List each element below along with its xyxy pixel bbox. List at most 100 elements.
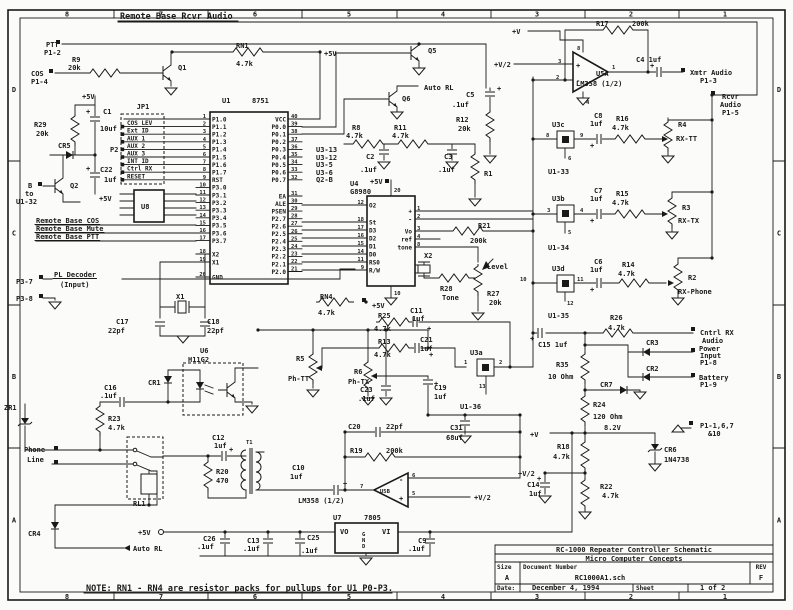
schematic-label: 4.7k [608, 324, 626, 332]
u4-pin--: - [408, 216, 412, 223]
schematic-label: 28 [291, 214, 298, 220]
schematic-label: + [86, 108, 90, 116]
schematic-label: R28 [440, 285, 453, 293]
schematic-label: R14 [622, 261, 635, 269]
capacitor-C2 [378, 148, 390, 156]
schematic-label: CR7 [600, 381, 613, 389]
schematic-label: .1uf [452, 101, 469, 109]
wires [24, 21, 758, 557]
schematic-label: 17 [199, 236, 206, 242]
relay-RL1-box [126, 436, 164, 500]
u4-pin-tone: tone [398, 244, 413, 251]
transformer-T1 [240, 448, 262, 494]
capacitor-C17 [154, 320, 166, 328]
schematic-label: C16 [104, 384, 117, 392]
schematic-label: 13 [479, 384, 486, 390]
schematic-label: 29 [291, 206, 298, 212]
capacitor-C10 [332, 484, 340, 496]
u1-pin-P0.1: P0.1 [272, 132, 287, 139]
pot-R4 [663, 119, 673, 153]
schematic-label: 10uf [100, 125, 117, 133]
schematic-label: 22pf [108, 327, 125, 335]
resistor-R18 [580, 439, 590, 473]
schematic-label: 1 [417, 206, 421, 212]
analog-switch-U3c [556, 130, 575, 149]
junction-dot [583, 471, 587, 475]
u1-pin-P0.4: P0.4 [272, 154, 287, 161]
junction-dot [147, 503, 151, 507]
schematic-label: U8 [141, 203, 149, 211]
junction-dot [343, 488, 347, 492]
junction-dot [518, 430, 522, 434]
u1-pin-P0.6: P0.6 [272, 170, 287, 177]
schematic-label: R20 [216, 468, 229, 476]
schematic-label: 10 [520, 277, 527, 283]
schematic-label: B [28, 182, 32, 190]
schematic-label: 8.2V [604, 424, 622, 432]
schematic-label: 11 [199, 190, 206, 196]
border-col-label: 5 [347, 11, 351, 19]
transistor-Q6 [379, 90, 398, 108]
u1-pin-P1.0: P1.0 [212, 116, 227, 123]
auto-rl-arrow [124, 545, 130, 551]
u1-pin-P3.3: P3.3 [212, 208, 227, 215]
schematic-label: C6 [594, 258, 602, 266]
schematic-label: CR1 [148, 379, 161, 387]
schematic-label: + [86, 165, 90, 173]
junction-dot [508, 365, 512, 369]
schematic-label: T1 [246, 440, 253, 446]
capacitor-C25 [294, 537, 306, 545]
border-col-label: 4 [441, 593, 445, 601]
schematic-label: 200k [470, 237, 488, 245]
border-col-label: 3 [535, 593, 539, 601]
u1-pin-P0.3: P0.3 [272, 147, 287, 154]
analog-switch-U3d [556, 274, 575, 293]
schematic-label: P1-2 [44, 49, 61, 57]
schematic-label: 20 [394, 188, 401, 194]
border-col-label: 1 [723, 593, 727, 601]
schematic-label: R26 [610, 314, 623, 322]
schematic-label: 1uf [434, 393, 447, 401]
rev-label: REV [756, 564, 767, 571]
net-flag [39, 294, 43, 298]
u1-pin-P1.5: P1.5 [212, 154, 227, 161]
schematic-label: U1-33 [548, 168, 569, 176]
pot-R27 [473, 263, 483, 297]
note-text: NOTE: RN1 - RN4 are resistor packs for p… [86, 583, 393, 594]
schematic-label: C17 [116, 318, 129, 326]
schematic-label: 17 [357, 225, 364, 231]
schematic-label: U1-32 [16, 198, 37, 206]
junction-dot [531, 137, 535, 141]
ic-U4-G8980 [366, 195, 416, 287]
schematic-label: H11G2 [188, 356, 209, 364]
schematic-label: R25 [378, 312, 391, 320]
junction-dot [531, 281, 535, 285]
schematic-label: CR3 [646, 339, 659, 347]
schematic-label: CR6 [664, 446, 677, 454]
schematic-label: U1-34 [548, 244, 569, 252]
schematic-label: 7805 [364, 514, 381, 522]
schematic-label: - [399, 476, 403, 484]
schematic-label: 5 [412, 491, 415, 497]
schematic-label: .1uf [100, 392, 117, 400]
schematic-label: RN1 [236, 42, 249, 50]
schematic-label: +V/2 [474, 494, 491, 502]
schematic-label: 200k [632, 20, 650, 28]
schematic-label: Rcvr [722, 93, 739, 101]
junction-dot [166, 400, 170, 404]
schematic-label: C26 [203, 535, 216, 543]
schematic-label: COS [31, 70, 44, 78]
schematic-label: 5 [203, 144, 206, 150]
schematic-label: Q2 [70, 182, 78, 190]
junction-dot [256, 328, 260, 332]
opamp-U5A [572, 50, 610, 94]
schematic-label: P1-1,6,7 [700, 422, 734, 430]
junction-dot [206, 454, 210, 458]
schematic-label: 35 [291, 152, 298, 158]
junction-dot [543, 471, 547, 475]
schematic-label: C14 [527, 481, 540, 489]
schematic-label: C23 [360, 386, 373, 394]
junction-dot [266, 530, 270, 534]
schematic-label: + [343, 480, 347, 488]
schematic-label: 1 [203, 114, 207, 120]
